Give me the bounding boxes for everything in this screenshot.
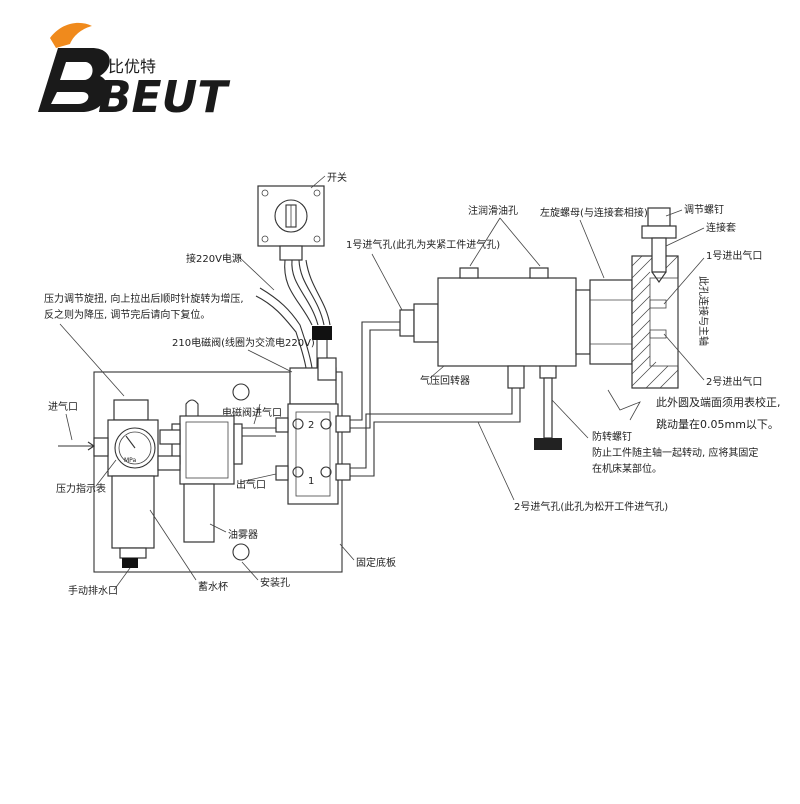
brand-logo: BEUT 比优特	[38, 22, 230, 123]
label-power: 接220V电源	[186, 252, 242, 265]
label-oil-hole: 注润滑油孔	[468, 204, 518, 217]
label-anti-2: 防止工件随主轴一起转动, 应将其固定	[592, 446, 758, 459]
label-outlet: 出气口	[236, 478, 266, 491]
label-cup: 蓄水杯	[198, 580, 228, 593]
label-regulator-1: 压力调节旋扭, 向上拉出后顺时针旋转为增压,	[44, 292, 244, 305]
label-oiler: 油雾器	[228, 528, 258, 541]
label-anti-3: 在机床某部位。	[592, 462, 662, 475]
label-spindle: 此孔连接与主轴	[697, 276, 710, 346]
port-1-label: 1	[308, 476, 314, 487]
label-switch: 开关	[327, 171, 347, 184]
filter-regulator: MPa	[93, 399, 159, 568]
label-mount-hole: 安装孔	[260, 576, 290, 589]
mount-hole-top	[232, 383, 250, 401]
connector-sleeve	[631, 207, 679, 389]
label-left-nut: 左旋螺母(与连接套相接)	[540, 206, 648, 219]
label-out-1: 1号进出气口	[706, 249, 762, 262]
label-runout-1: 此外圆及端面须用表校正,	[656, 395, 781, 409]
label-anti-1: 防转螺钉	[592, 430, 632, 443]
rotary-cylinder	[399, 267, 633, 450]
label-runout-2: 跳动量在0.05mm以下。	[656, 417, 779, 431]
label-regulator-2: 反之则为降压, 调节完后请向下复位。	[44, 308, 210, 321]
switch-box	[257, 175, 326, 261]
label-hole-1: 1号进气孔(此孔为夹紧工件进气孔)	[346, 238, 500, 251]
label-adjust-screw: 调节螺钉	[684, 204, 724, 216]
gauge-unit: MPa	[124, 457, 137, 464]
label-inlet: 进气口	[48, 400, 78, 413]
label-gauge: 压力指示表	[56, 482, 106, 495]
mount-hole-bottom	[232, 543, 250, 561]
label-connector: 连接套	[706, 221, 736, 234]
oil-mist-lubricator	[157, 399, 243, 543]
solenoid-valve: 2 1	[275, 357, 351, 505]
label-drain: 手动排水口	[68, 584, 118, 597]
logo-text: BEUT	[98, 72, 230, 123]
label-out-2: 2号进出气口	[706, 375, 762, 388]
logo-cn: 比优特	[108, 57, 156, 76]
label-cylinder: 气压回转器	[420, 374, 470, 387]
label-valve-inlet: 电磁阀进气口	[222, 406, 282, 419]
pressure-gauge	[114, 427, 156, 469]
label-plate: 固定底板	[356, 556, 396, 569]
label-hole-2: 2号进气孔(此孔为松开工件进气孔)	[514, 500, 668, 513]
label-valve: 210电磁阀(线圈为交流电220V)	[172, 336, 315, 349]
port-2-label: 2	[308, 420, 314, 431]
cable-connector	[312, 326, 332, 340]
